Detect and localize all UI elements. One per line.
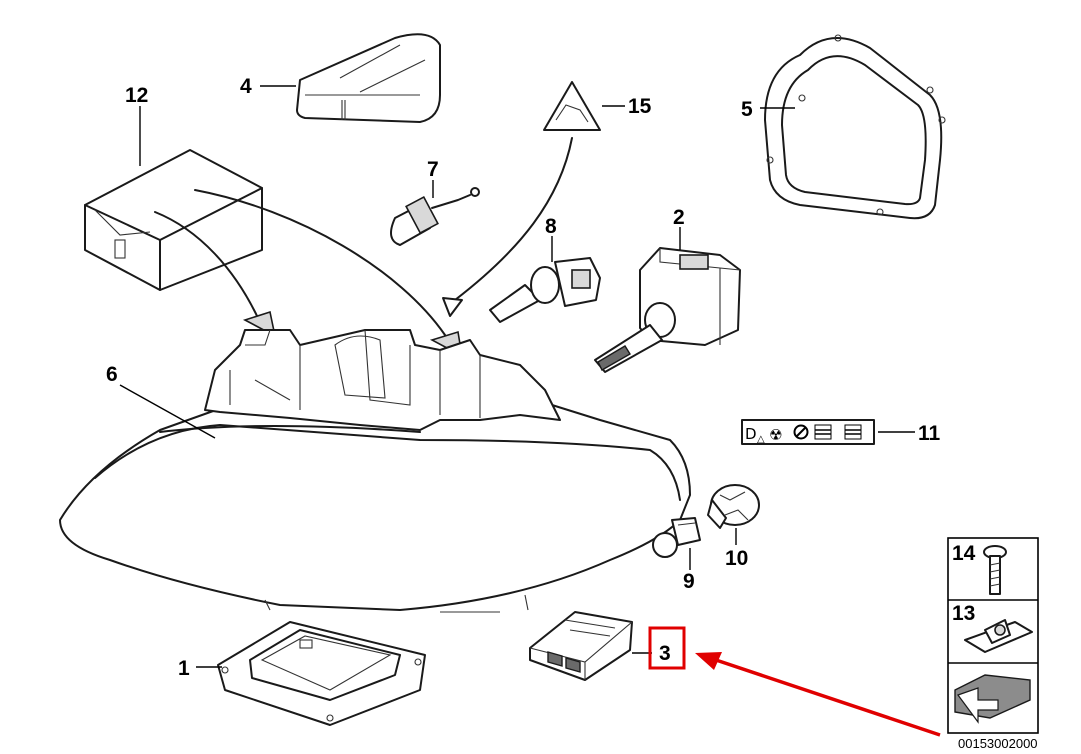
callout-8: 8: [545, 215, 557, 238]
direction-marker-icon: [954, 674, 1031, 724]
part-5-gasket: [764, 34, 946, 220]
part-11-label-strip: D △ ☢: [741, 419, 875, 445]
part-14-screw: [983, 545, 1007, 595]
svg-text:D: D: [745, 425, 757, 443]
part-12-box: [84, 149, 464, 358]
callout-11: 11: [918, 422, 941, 445]
callout-14: 14: [952, 542, 976, 565]
part-1-control-unit: [217, 621, 426, 726]
red-pointer-arrow: [695, 652, 941, 737]
callout-7: 7: [427, 158, 439, 181]
svg-text:△: △: [757, 434, 765, 445]
callout-3: 3: [659, 642, 671, 665]
callout-6: 6: [106, 363, 118, 386]
callout-4: 4: [240, 75, 252, 98]
part-2-xenon-bulb: [594, 247, 741, 373]
part-9-small-bulb: [652, 517, 701, 558]
part-3-ballast: [529, 611, 633, 681]
footer-code: 00153002000: [958, 736, 1038, 751]
part-7-bulb: [390, 187, 480, 246]
callout-5: 5: [741, 98, 753, 121]
callout-12: 12: [125, 84, 148, 107]
callout-9: 9: [683, 570, 695, 593]
callout-1: 1: [178, 657, 190, 680]
callout-15: 15: [628, 95, 652, 118]
part-15-warning-label: [442, 81, 601, 317]
callout-10: 10: [725, 547, 748, 570]
callout-13: 13: [952, 602, 975, 625]
part-6-headlight: [59, 329, 691, 613]
part-4-cap: [296, 33, 441, 123]
part-10-socket-cap: [707, 484, 760, 529]
part-13-clip-nut: [964, 619, 1033, 653]
callout-2: 2: [673, 206, 685, 229]
leader-6: [119, 384, 216, 439]
highlight-box: [648, 626, 686, 670]
part-8-bulb-socket: [489, 257, 601, 323]
svg-text:☢: ☢: [769, 426, 782, 444]
